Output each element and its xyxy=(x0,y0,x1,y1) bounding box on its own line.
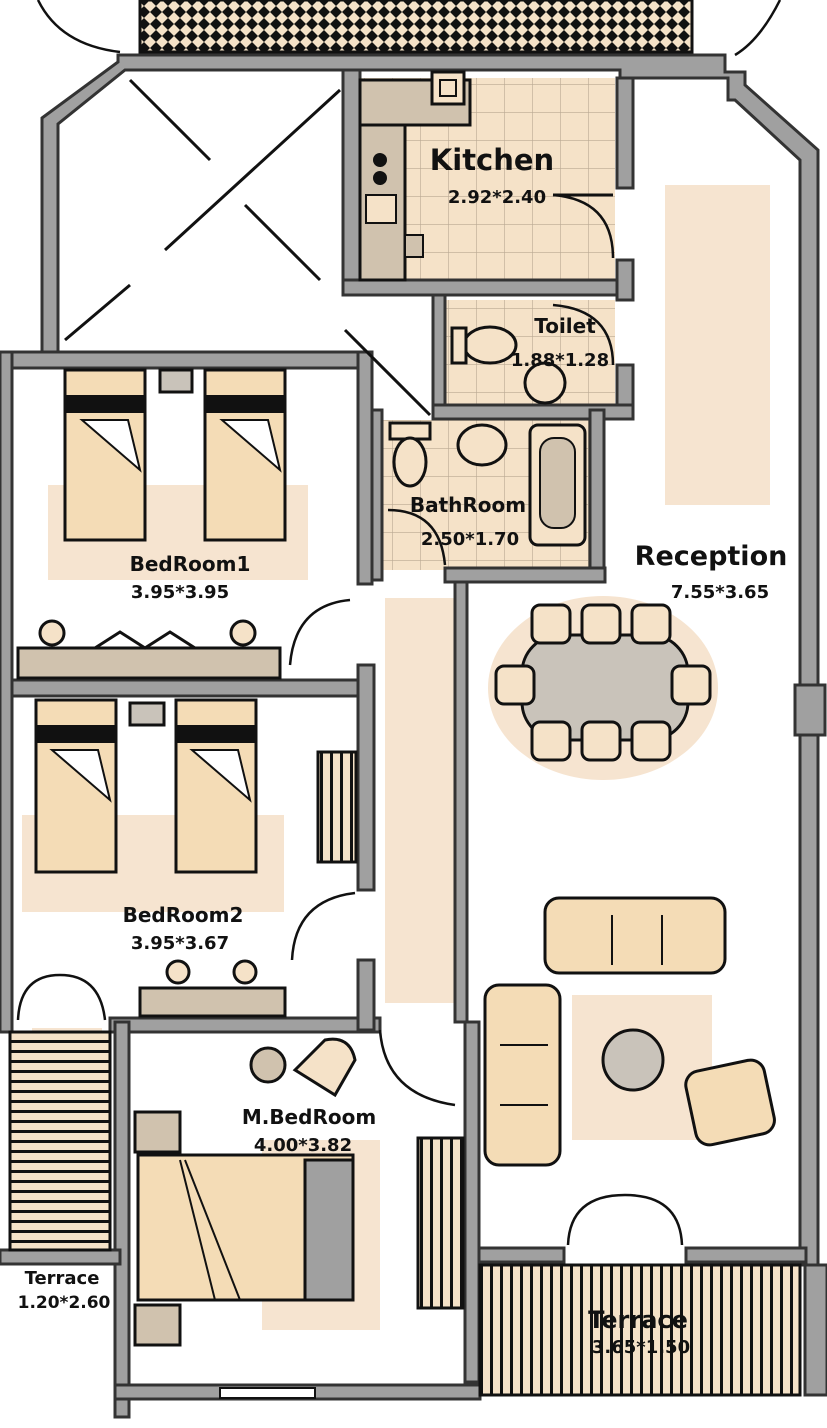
bathroom-name-label: BathRoom xyxy=(410,493,526,517)
kitchen-counter xyxy=(358,70,615,282)
bedroom2-furniture xyxy=(16,698,358,1021)
reception-name-label: Reception xyxy=(635,541,788,572)
kitchen-size-label: 2.92*2.40 xyxy=(448,187,546,208)
top-lattice-planter xyxy=(36,0,782,57)
bedroom2-name-label: BedRoom2 xyxy=(123,903,244,927)
toilet-fixtures xyxy=(450,303,615,405)
terrace-small-size-label: 1.20*2.60 xyxy=(18,1293,111,1313)
walls xyxy=(0,53,827,1419)
master-bedroom-name-label: M.BedRoom xyxy=(242,1105,376,1129)
light-well xyxy=(64,78,432,417)
terrace-small-deck xyxy=(8,1030,112,1252)
kitchen-name-label: Kitchen xyxy=(430,143,554,177)
terrace-large-name-label: Terrace xyxy=(588,1306,688,1334)
reception-size-label: 7.55*3.65 xyxy=(671,582,769,603)
toilet-size-label: 1.88*1.28 xyxy=(511,350,609,371)
reception-furniture xyxy=(478,596,802,1397)
bedroom1-size-label: 3.95*3.95 xyxy=(131,582,229,603)
master-bedroom-furniture xyxy=(133,1029,465,1399)
bedroom1-furniture xyxy=(16,368,351,680)
bathroom-size-label: 2.50*1.70 xyxy=(421,529,519,550)
bedroom1-name-label: BedRoom1 xyxy=(130,552,251,576)
toilet-name-label: Toilet xyxy=(534,314,596,338)
master-bedroom-size-label: 4.00*3.82 xyxy=(254,1135,352,1156)
terrace-small-name-label: Terrace xyxy=(25,1268,100,1289)
bathroom-fixtures xyxy=(387,421,587,566)
bedroom2-size-label: 3.95*3.67 xyxy=(131,933,229,954)
terrace-large-size-label: 3.65*1.50 xyxy=(592,1337,690,1358)
